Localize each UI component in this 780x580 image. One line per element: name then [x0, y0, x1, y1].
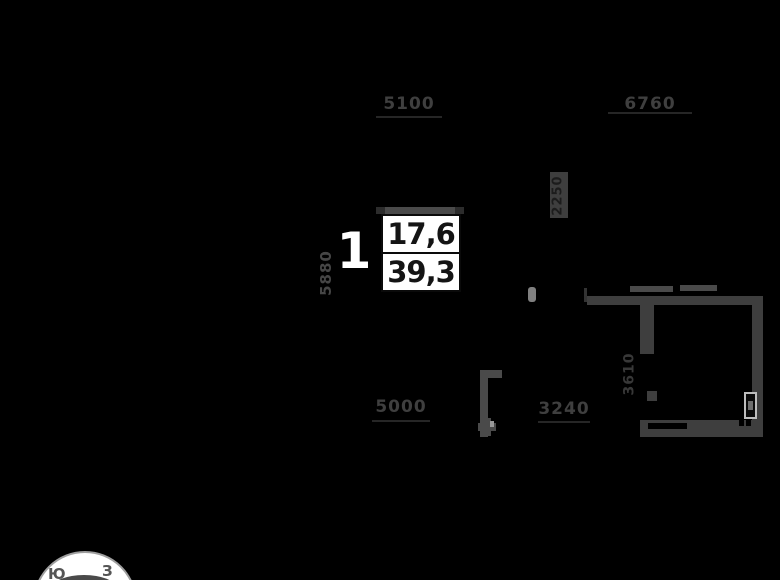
dimension-middle-vertical: 2250: [550, 174, 566, 216]
total-area-value: 39,3: [387, 255, 456, 289]
living-area-value: 17,6: [383, 216, 459, 254]
room-right-wall: [752, 296, 763, 437]
dimension-bottom-left: 5000: [375, 397, 427, 417]
bottom-window-slit: [648, 423, 687, 429]
window-rail-left: [630, 286, 673, 292]
bottom-wall-notch-2: [746, 420, 751, 426]
room-top-wall: [587, 296, 763, 305]
compass-needle: [52, 575, 116, 580]
door-jamb: [584, 288, 587, 302]
wall-junction-horizontal: [478, 423, 496, 431]
apartment-area-box[interactable]: 17,6 39,3: [381, 214, 461, 292]
compass-rose: Ю З: [33, 551, 137, 580]
wall-above-area-box: [376, 207, 464, 214]
cursor-artifact: [528, 287, 536, 302]
dimension-line-bottom-center: [538, 421, 590, 423]
corridor-wall-vertical: [480, 370, 488, 437]
wall-tick: [490, 421, 494, 427]
radiator-core: [748, 401, 753, 410]
compass-south-label: Ю: [48, 565, 66, 580]
dimension-top-center: 5100: [383, 94, 435, 114]
dimension-line-bottom-left: [372, 420, 430, 422]
wall-segment-upper-middle: [550, 172, 568, 218]
bottom-wall-notch-1: [739, 420, 744, 426]
corridor-wall-stub: [480, 370, 502, 378]
dimension-bottom-center: 3240: [538, 399, 590, 419]
dimension-top-right: 6760: [624, 94, 676, 114]
radiator: [744, 392, 757, 419]
unit-number: 1: [336, 222, 372, 280]
dimension-right-vertical: 3610: [621, 352, 637, 396]
room-left-wall-upper: [640, 296, 654, 354]
wall-cap-left: [376, 207, 385, 214]
wall-cap-right: [455, 207, 464, 214]
dimension-line-top-right: [608, 112, 692, 114]
compass-west-label: З: [102, 562, 113, 580]
window-rail-right: [680, 285, 717, 291]
dimension-left-vertical: 5880: [317, 250, 335, 296]
room-left-wall-lower: [647, 391, 657, 401]
dimension-line-top-center: [376, 116, 442, 118]
